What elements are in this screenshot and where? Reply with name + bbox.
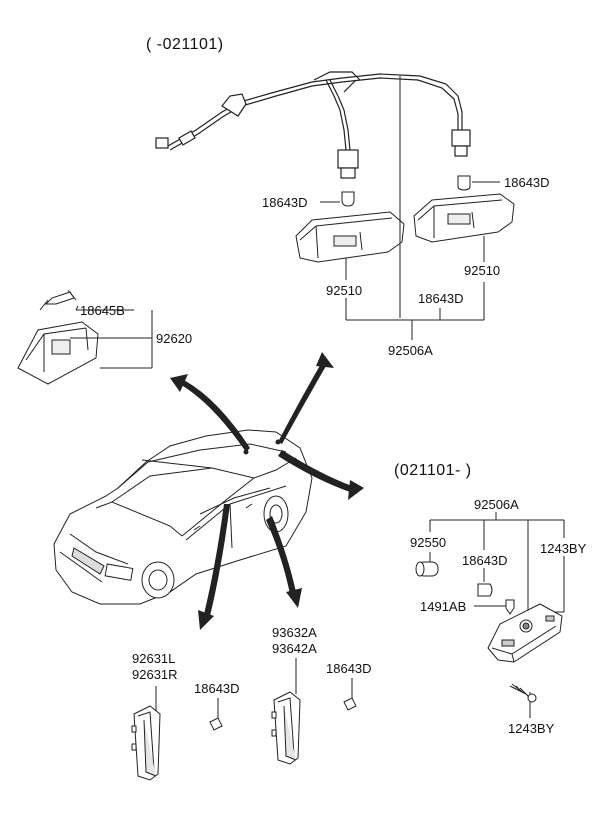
pointer-arrows: [170, 352, 364, 630]
part-label-92510: 92510: [326, 283, 363, 298]
screw-1243BY: [509, 683, 537, 703]
part-label-92631L: 92631L: [132, 651, 176, 666]
wire-harness: [155, 71, 471, 179]
map-lamp-left: [295, 211, 405, 263]
part-label-92631R: 92631R: [132, 667, 178, 682]
part-label-1243BY: 1243BY: [540, 541, 587, 556]
part-label-18643D: 18643D: [194, 681, 240, 696]
bulb-18643D-right: [457, 175, 471, 191]
map-lamp-right: [413, 193, 515, 243]
part-label-92506A: 92506A: [474, 497, 519, 512]
car-illustration: [53, 429, 313, 605]
clip-1491AB: [505, 599, 515, 615]
socket-92550: [415, 561, 439, 577]
bulb-18643D-rear: [477, 583, 493, 597]
bulb-18643D-door-left: [209, 717, 223, 731]
festoon-bulb-18645B: [39, 289, 77, 311]
part-label-92550: 92550: [410, 535, 447, 550]
header-before-021101: ( -021101): [146, 36, 224, 53]
part-label-92620: 92620: [156, 331, 193, 346]
part-label-18645B: 18645B: [80, 303, 125, 318]
bulb-18643D-door-right: [343, 697, 357, 711]
part-label-18643D: 18643D: [418, 291, 464, 306]
door-lamp-92631: [131, 705, 161, 781]
part-label-18643D: 18643D: [262, 195, 308, 210]
luggage-lamp-92620: [17, 321, 99, 385]
part-label-1491AB: 1491AB: [420, 599, 467, 614]
part-label-18643D: 18643D: [504, 175, 550, 190]
part-label-92510: 92510: [464, 263, 501, 278]
header-after-021101: (021101- ): [394, 462, 472, 479]
part-label-93642A: 93642A: [272, 641, 317, 656]
part-label-92506A: 92506A: [388, 343, 433, 358]
door-lamp-93632A: [271, 691, 301, 765]
part-label-18643D: 18643D: [462, 553, 508, 568]
part-label-93632A: 93632A: [272, 625, 317, 640]
bulb-18643D-left: [341, 191, 355, 207]
part-label-1243BY: 1243BY: [508, 721, 555, 736]
part-label-18643D: 18643D: [326, 661, 372, 676]
lamp-bracket-92506A: [487, 603, 563, 663]
